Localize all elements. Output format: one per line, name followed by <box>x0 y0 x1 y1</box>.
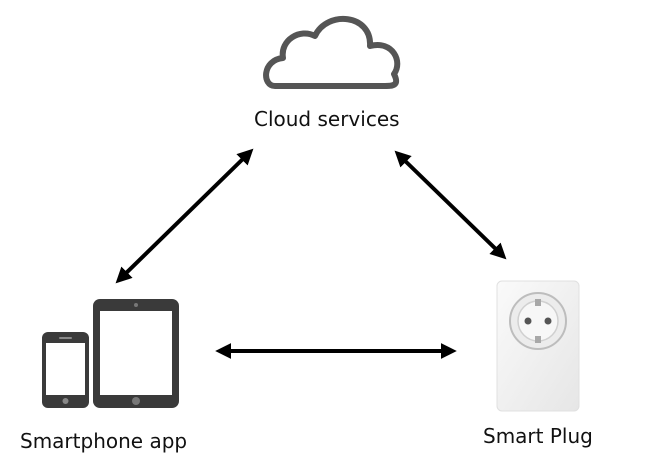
tablet-icon <box>93 299 179 408</box>
smartphone-app-label: Smartphone app <box>20 429 188 453</box>
smart-plug-label: Smart Plug <box>483 424 593 448</box>
smart-plug-icon <box>496 280 580 412</box>
cloud-icon <box>263 15 401 89</box>
smartphone-icon <box>42 332 89 408</box>
arrow-app-cloud <box>115 148 254 284</box>
arrow-cloud-plug <box>394 150 507 260</box>
cloud-services-label: Cloud services <box>254 107 400 131</box>
